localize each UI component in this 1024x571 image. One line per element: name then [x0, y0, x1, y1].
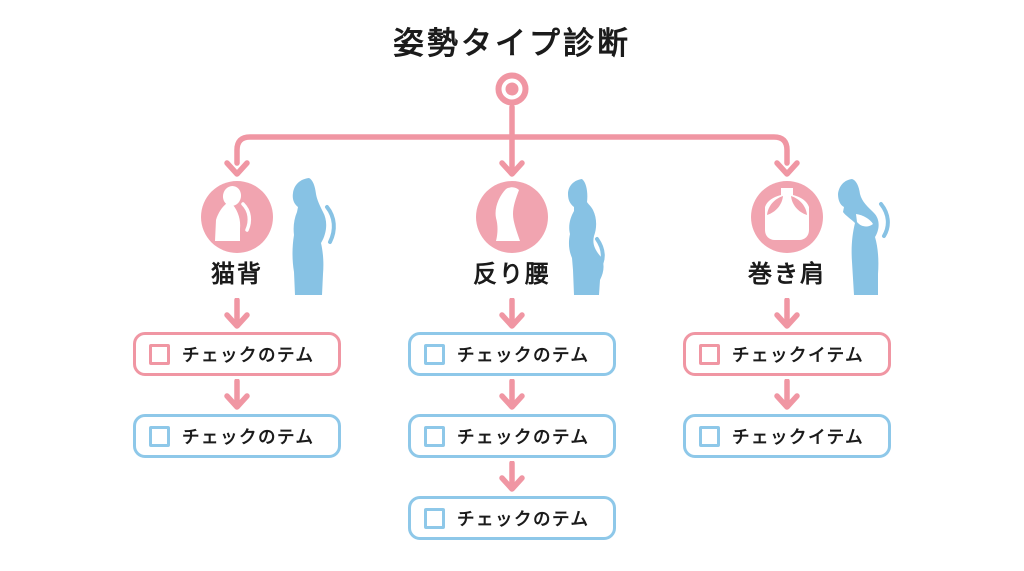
root-pin-core	[505, 82, 519, 96]
check-item-stack: チェックのテム チェックのテム	[131, 298, 343, 458]
check-item-label: チェックのテム	[457, 508, 590, 529]
checkbox-icon	[699, 425, 720, 447]
check-item-box: チェックのテム	[408, 414, 616, 458]
branch-label: 反り腰	[473, 261, 551, 288]
center-arrowhead-icon	[499, 160, 525, 177]
check-item-box: チェックのテム	[408, 496, 616, 540]
rounded-shoulders-icon	[751, 181, 823, 253]
down-arrow-icon	[499, 379, 525, 410]
check-item-label: チェックイテム	[732, 344, 865, 365]
down-arrow-icon	[774, 379, 800, 410]
down-arrow-icon	[499, 461, 525, 492]
swayback-figure	[568, 179, 605, 295]
checkbox-icon	[424, 425, 445, 447]
branch-label: 猫背	[211, 261, 263, 288]
down-arrow-icon	[774, 298, 800, 329]
check-item-box: チェックのテム	[408, 332, 616, 376]
check-item-label: チェックのテム	[457, 344, 590, 365]
hunched-back-figure	[292, 178, 336, 295]
checkbox-icon	[424, 343, 445, 365]
branch-rail-line	[234, 134, 790, 166]
check-item-box: チェックのテム	[133, 414, 341, 458]
rounded-shoulders-figure	[838, 179, 890, 295]
branch-rounded-shoulders: 巻き肩 チェックイテム チェックイテム	[681, 0, 893, 571]
check-item-stack: チェックイテム チェックイテム	[681, 298, 893, 458]
check-item-label: チェックのテム	[182, 426, 315, 447]
swayback-icon	[476, 181, 548, 253]
check-item-label: チェックのテム	[457, 426, 590, 447]
check-item-label: チェックイテム	[732, 426, 865, 447]
check-item-box: チェックイテム	[683, 414, 891, 458]
down-arrow-icon	[224, 379, 250, 410]
left-arrowhead-icon	[224, 160, 250, 177]
down-arrow-icon	[224, 298, 250, 329]
branch-label: 巻き肩	[748, 261, 826, 288]
down-arrow-icon	[499, 298, 525, 329]
branch-swayback: 反り腰 チェックのテム チェックのテム チェックのテム	[406, 0, 618, 571]
checkbox-icon	[149, 343, 170, 365]
page-title: 姿勢タイプ診断	[393, 26, 631, 61]
check-item-stack: チェックのテム チェックのテム チェックのテム	[406, 298, 618, 540]
connector-tree	[224, 72, 800, 177]
checkbox-icon	[424, 507, 445, 529]
hunched-back-icon	[201, 181, 273, 253]
checkbox-icon	[149, 425, 170, 447]
branch-hunched-back: 猫背 チェックのテム チェックのテム	[131, 0, 343, 571]
checkbox-icon	[699, 343, 720, 365]
right-arrowhead-icon	[774, 160, 800, 177]
check-item-box: チェックイテム	[683, 332, 891, 376]
check-item-label: チェックのテム	[182, 344, 315, 365]
check-item-box: チェックのテム	[133, 332, 341, 376]
